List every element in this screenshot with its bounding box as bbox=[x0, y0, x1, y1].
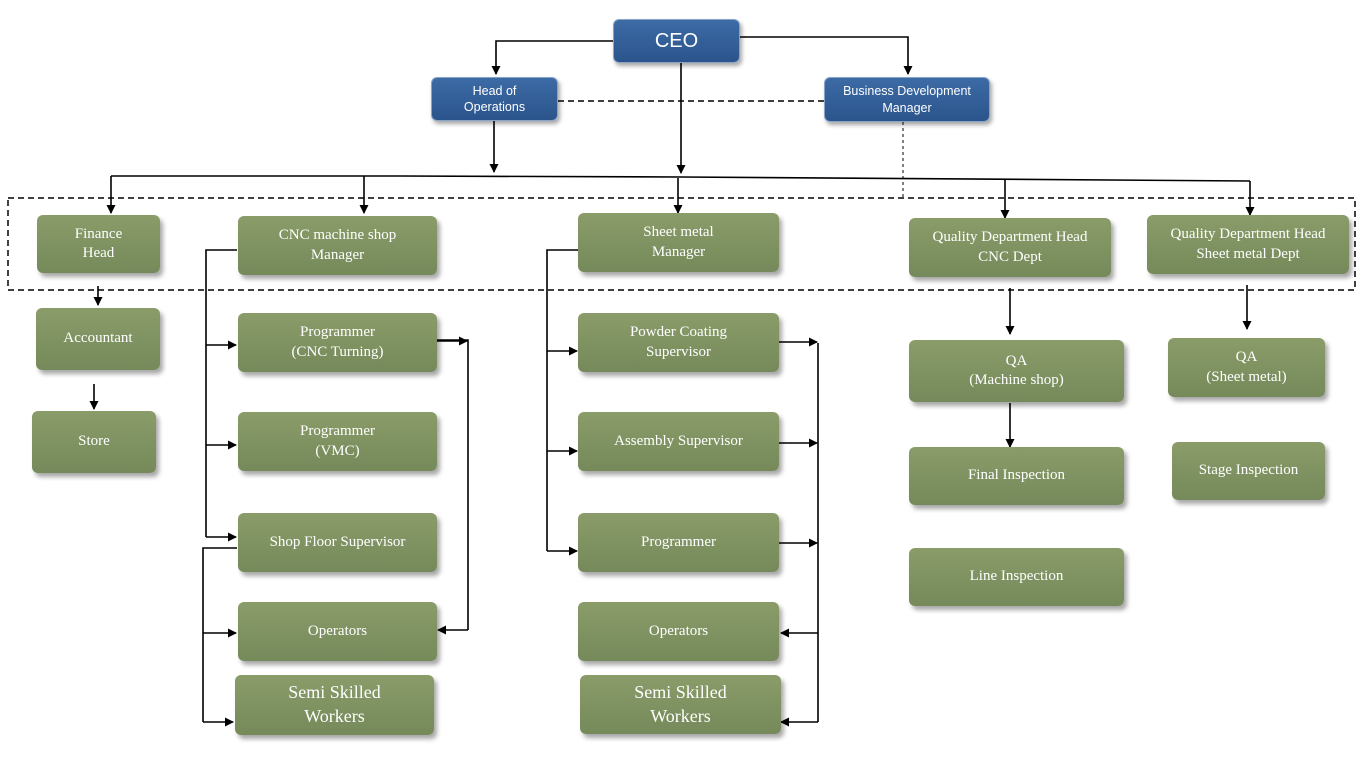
qa-machine-shop-box: QA (Machine shop) bbox=[909, 340, 1124, 402]
store-box: Store bbox=[32, 411, 156, 473]
connector-sheet-left-bracket bbox=[546, 249, 578, 551]
quality-head-sheet-metal-box: Quality Department Head Sheet metal Dept bbox=[1147, 215, 1349, 274]
final-inspection-box: Final Inspection bbox=[909, 447, 1124, 505]
shop-floor-supervisor-box: Shop Floor Supervisor bbox=[238, 513, 437, 572]
connector-ceo-head-of-operations bbox=[491, 40, 613, 75]
sheet-metal-operators-box: Operators bbox=[578, 602, 779, 661]
connector-cnc-left-bracket bbox=[205, 249, 237, 537]
powder-coating-supervisor-box: Powder Coating Supervisor bbox=[578, 313, 779, 372]
programmer-cnc-turning-box: Programmer (CNC Turning) bbox=[238, 313, 437, 372]
sheet-metal-manager-box: Sheet metal Manager bbox=[578, 213, 779, 272]
business-development-manager-box: Business Development Manager bbox=[824, 77, 990, 122]
connector-cnc-right-bracket bbox=[437, 339, 469, 630]
cnc-machine-shop-manager-box: CNC machine shop Manager bbox=[238, 216, 437, 275]
dashed-lines bbox=[7, 100, 1356, 291]
connector-ceo-bdm bbox=[740, 36, 913, 75]
stage-inspection-box: Stage Inspection bbox=[1172, 442, 1325, 500]
connectors bbox=[89, 36, 1255, 727]
sheet-metal-semi-skilled-workers-box: Semi Skilled Workers bbox=[580, 675, 781, 734]
dashed-department-heads-group bbox=[7, 197, 1356, 291]
qa-sheet-metal-box: QA (Sheet metal) bbox=[1168, 338, 1325, 397]
cnc-operators-box: Operators bbox=[238, 602, 437, 661]
connector-shop-floor-bracket bbox=[202, 547, 237, 722]
head-of-operations-box: Head of Operations bbox=[431, 77, 558, 121]
ceo-box: CEO bbox=[613, 19, 740, 63]
assembly-supervisor-box: Assembly Supervisor bbox=[578, 412, 779, 471]
connector-main-bus bbox=[111, 175, 1251, 182]
finance-head-box: Finance Head bbox=[37, 215, 160, 273]
sheet-metal-programmer-box: Programmer bbox=[578, 513, 779, 572]
cnc-semi-skilled-workers-box: Semi Skilled Workers bbox=[235, 675, 434, 735]
quality-head-cnc-box: Quality Department Head CNC Dept bbox=[909, 218, 1111, 277]
programmer-vmc-box: Programmer (VMC) bbox=[238, 412, 437, 471]
accountant-box: Accountant bbox=[36, 308, 160, 370]
line-inspection-box: Line Inspection bbox=[909, 548, 1124, 606]
